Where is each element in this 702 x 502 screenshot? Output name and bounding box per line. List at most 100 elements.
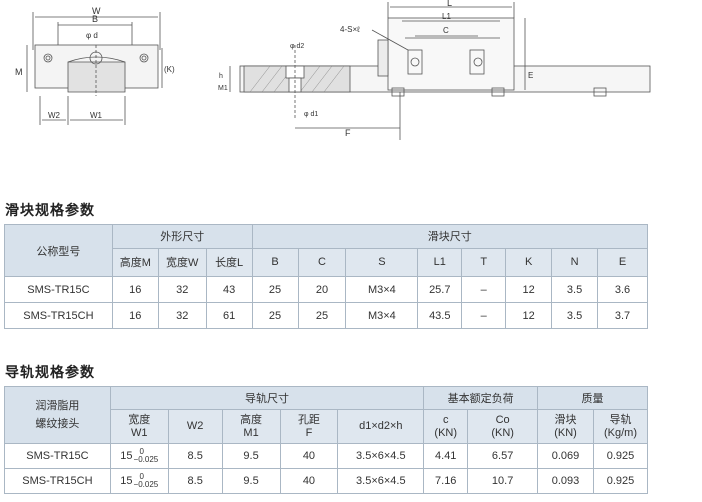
w1-nominal: 15 <box>120 474 133 487</box>
rail-col-f-line1: 孔距 <box>297 413 320 426</box>
table-cell: 8.5 <box>167 443 223 469</box>
table-cell: M3×4 <box>345 302 419 329</box>
label-l: L <box>447 0 452 8</box>
label-phi-d1: φ d1 <box>304 111 318 118</box>
block-col-header: B <box>251 247 299 278</box>
rail-col-co-line1: Co <box>495 413 510 426</box>
label-c: C <box>443 26 449 35</box>
block-spec-title: 滑块规格参数 <box>5 203 95 219</box>
table-cell: 9.5 <box>221 443 281 469</box>
label-k: (K) <box>164 65 175 74</box>
rail-header-model: 润滑脂用 螺纹接头 <box>4 386 111 444</box>
rail-col-d: d1×d2×h <box>337 409 425 444</box>
rail-header-load: 基本额定负荷 <box>423 386 539 410</box>
w1-tol-upper: 0 <box>139 447 144 456</box>
table-cell: 10.7 <box>467 468 539 494</box>
block-header-block: 滑块尺寸 <box>251 224 649 249</box>
block-col-header: 宽度W <box>157 247 207 278</box>
table-cell: 3.6 <box>597 276 648 303</box>
rail-header-rail: 导轨尺寸 <box>109 386 425 410</box>
table-cell: – <box>461 276 507 303</box>
rail-col-w1-line1: 宽度 <box>128 413 151 426</box>
label-e: E <box>528 71 533 80</box>
label-phi-d2: φ d2 <box>290 43 304 50</box>
block-header-row-2: 高度M 宽度W 长度L B C S L1 T K N E <box>5 247 648 278</box>
label-b: B <box>92 14 98 24</box>
rail-col-m1-line2: M1 <box>243 426 259 439</box>
table-cell: M3×4 <box>345 276 419 303</box>
rail-col-co: Co(KN) <box>467 409 539 444</box>
label-h: h <box>219 73 223 80</box>
rail-col-f-line2: F <box>305 426 313 439</box>
table-cell: 7.16 <box>423 468 469 494</box>
table-cell: 25 <box>251 276 299 303</box>
table-cell: 43 <box>205 276 253 303</box>
table-row: SMS-TR15C 16 32 43 25 20 M3×4 25.7 – 12 … <box>4 276 648 303</box>
label-w2: W2 <box>48 111 61 120</box>
block-col-header: K <box>505 247 553 278</box>
block-header-outer: 外形尺寸 <box>111 224 253 249</box>
label-w: W <box>92 6 101 16</box>
block-col-header: C <box>297 247 347 278</box>
table-cell: 12 <box>505 302 553 329</box>
rail-header-mass: 质量 <box>537 386 648 410</box>
rail-header-model-line2: 螺纹接头 <box>35 418 80 430</box>
rail-col-rail-mass-line2: (Kg/m) <box>603 426 637 439</box>
label-w1: W1 <box>90 111 103 120</box>
rail-col-c-line2: (KN) <box>434 426 458 439</box>
block-header-row-1: 公称型号 外形尺寸 滑块尺寸 <box>4 224 649 277</box>
w1-tol-lower: −0.025 <box>133 480 159 489</box>
rail-col-w2: W2 <box>167 409 223 444</box>
block-model: SMS-TR15C <box>4 276 113 303</box>
rail-col-block-mass: 滑块(KN) <box>537 409 594 444</box>
table-row: SMS-TR15CH 16 32 61 25 25 M3×4 43.5 – 12… <box>4 302 648 329</box>
table-cell: 3.5×6×4.5 <box>337 468 425 494</box>
technical-drawing: W B φ d M (K) W2 W1 <box>15 0 651 140</box>
label-l1: L1 <box>442 12 451 21</box>
table-cell: 20 <box>297 276 347 303</box>
block-col-header: E <box>597 247 648 278</box>
rail-col-rail-mass-line1: 导轨 <box>609 413 632 426</box>
table-cell: 6.57 <box>467 443 539 469</box>
table-cell: 3.7 <box>597 302 648 329</box>
block-header-model: 公称型号 <box>4 224 113 277</box>
table-cell: 25.7 <box>417 276 463 303</box>
table-cell: 8.5 <box>167 468 223 494</box>
table-cell: 0.925 <box>592 468 649 494</box>
table-cell: 40 <box>279 468 339 494</box>
rail-col-m1-line1: 高度 <box>240 413 263 426</box>
block-col-header: T <box>461 247 507 278</box>
w1-tol-upper: 0 <box>139 472 144 481</box>
w1-tolerance: 0−0.025 <box>134 473 159 489</box>
table-cell: 16 <box>111 302 159 329</box>
table-cell: 0.093 <box>537 468 594 494</box>
block-col-header: 长度L <box>205 247 253 278</box>
rail-model: SMS-TR15C <box>4 443 111 469</box>
table-cell: 0.069 <box>537 443 594 469</box>
table-cell: 9.5 <box>221 468 281 494</box>
table-cell: 25 <box>297 302 347 329</box>
table-cell: 61 <box>205 302 253 329</box>
label-4s: 4-S×ℓ <box>340 25 360 34</box>
rail-col-block-mass-line1: 滑块 <box>554 413 577 426</box>
rail-model: SMS-TR15CH <box>4 468 111 494</box>
table-cell: 0.925 <box>592 443 649 469</box>
rail-col-block-mass-line2: (KN) <box>554 426 577 439</box>
side-view: φ d2 φ d1 h M1 F L L1 C 4-S×ℓ <box>218 0 651 140</box>
label-f: F <box>345 128 351 138</box>
rail-col-c-line1: c <box>442 413 449 426</box>
label-m1: M1 <box>218 85 228 92</box>
rail-col-w1-line2: W1 <box>131 426 148 439</box>
rail-col-co-line2: (KN) <box>491 426 514 439</box>
table-cell: 40 <box>279 443 339 469</box>
rail-col-rail-mass: 导轨(Kg/m) <box>592 409 649 444</box>
w1-tolerance: 0−0.025 <box>134 448 159 464</box>
table-cell: 12 <box>505 276 553 303</box>
front-view: W B φ d M (K) W2 W1 <box>15 6 175 125</box>
